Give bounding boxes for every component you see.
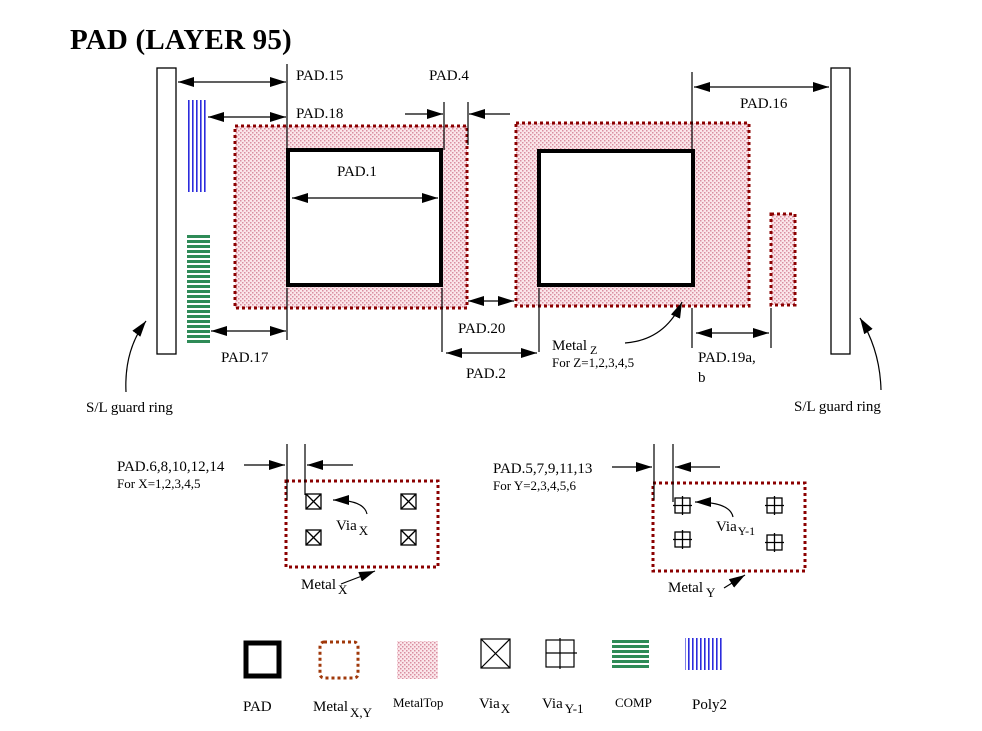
legend-label-via-x: ViaX [479,696,511,716]
comp-icon [612,639,649,669]
dim-label-pad19: PAD.19a, [698,350,756,366]
metal-x-text: Metal [301,577,336,593]
legend-via-y-text: Via [542,696,563,712]
via-x-text: Via [336,518,357,534]
via-x-icon [400,493,417,510]
page-title: PAD (LAYER 95) [70,24,292,56]
dim-label-pad17: PAD.17 [221,350,269,366]
legend-label-comp: COMP [615,695,652,710]
legend-via-x-text: Via [479,696,500,712]
pad-right [537,149,695,287]
via-y-text: Via [716,519,737,535]
dim-label-pad2: PAD.2 [466,366,506,382]
metal-x-outline [284,479,440,569]
via-y-sub: Y-1 [738,524,755,538]
via-y-icon [545,638,577,669]
via-y-icon [673,496,692,515]
comp-shape [187,233,210,345]
dim-label-pad4: PAD.4 [429,68,469,84]
poly2-icon [685,638,722,670]
legend-label-poly2: Poly2 [692,697,727,713]
via-y-label: ViaY-1 [716,519,755,538]
legend-item-poly2: Poly2 [685,638,727,713]
dim-label-pad19b: b [698,370,706,386]
via-x-cells [305,493,417,546]
dim-label-pad18: PAD.18 [296,106,343,122]
legend-label-pad: PAD [243,699,272,715]
legend-label-metal-top: MetalTop [393,695,443,710]
via-x-icon [305,529,322,546]
metal-small [769,212,797,307]
metal-z-text: Metal [552,338,587,354]
metal-z-sub: Z [590,343,597,357]
metal-z-note: For Z=1,2,3,4,5 [552,355,634,370]
via-y-icon [673,530,692,549]
metal-y-text: Metal [668,580,703,596]
legend-metal-xy-text: Metal [313,699,348,715]
pad-left [286,148,443,287]
via-x-icon [305,493,322,510]
via-x-note: For X=1,2,3,4,5 [117,476,201,491]
via-x-icon [400,529,417,546]
via-x-icon [480,638,511,669]
metal-x-sub: X [338,582,348,597]
guard-ring-left [156,67,177,355]
via-y-icon [765,496,784,515]
dim-label-pad16: PAD.16 [740,96,788,112]
guard-ring-right-label: S/L guard ring [794,399,881,415]
via-y-cells [673,496,784,552]
dim-label-pad20: PAD.20 [458,321,505,337]
via-y-rule: PAD.5,7,9,11,13 [493,461,592,477]
dim-label-pad1: PAD.1 [337,164,377,180]
legend-via-y-sub: Y-1 [565,701,584,716]
metal-y-sub: Y [706,585,716,600]
via-y-detail: PAD.5,7,9,11,13 For Y=2,3,4,5,6 ViaY-1 M… [493,444,807,600]
via-x-sub: X [359,523,369,538]
guard-ring-left-label: S/L guard ring [86,400,173,416]
dimension-lines [125,64,882,393]
legend-via-x-sub: X [501,701,511,716]
legend-item-pad: PAD [243,640,282,715]
guard-ring-right [830,67,851,355]
legend-item-metal-top: MetalTop [393,641,443,710]
via-y-note: For Y=2,3,4,5,6 [493,478,577,493]
legend-metal-xy-sub: X,Y [350,705,373,720]
via-y-icon [765,533,784,552]
metal-top-icon [397,641,438,679]
via-x-rule: PAD.6,8,10,12,14 [117,459,225,475]
legend-item-comp: COMP [612,639,652,710]
poly2-shape [187,100,208,192]
pad-icon [243,640,282,679]
dim-label-pad15: PAD.15 [296,68,343,84]
metal-xy-icon [318,640,360,680]
legend-item-via-x: ViaX [479,638,511,716]
